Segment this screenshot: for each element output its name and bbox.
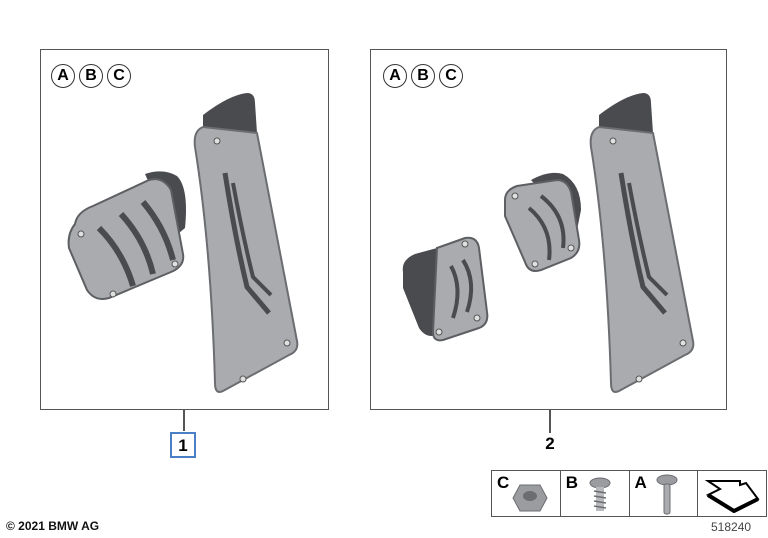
variant-markers: A B C <box>51 64 131 88</box>
variant-a: A <box>51 64 75 88</box>
copyright: © 2021 BMW AG <box>6 519 100 533</box>
legend-label-b: B <box>565 473 579 492</box>
variant-c: C <box>107 64 131 88</box>
brake-pedal-pad-image <box>504 172 581 272</box>
callout-1[interactable]: 1 <box>170 432 196 458</box>
legend-cell-pointer <box>698 471 766 516</box>
legend-label-c: C <box>497 473 510 492</box>
legend-cell-b: B <box>561 471 630 516</box>
variant-a: A <box>383 64 407 88</box>
clutch-pedal-pad-image <box>402 236 489 342</box>
self-tapping-screw-icon <box>589 477 611 511</box>
variant-c: C <box>439 64 463 88</box>
variant-markers: A B C <box>383 64 463 88</box>
leader-line-1 <box>183 409 185 431</box>
panel-2: A B C <box>370 49 727 410</box>
diagram-number: 518240 <box>711 520 752 534</box>
leader-line-2 <box>549 409 551 433</box>
brake-pedal-pad-image <box>67 171 186 300</box>
page-pointer-icon <box>704 480 760 513</box>
hex-nut-icon <box>512 484 548 512</box>
legend-cell-c: C <box>492 471 561 516</box>
panel-1: A B C <box>40 49 329 410</box>
legend-cell-a: A <box>630 471 699 516</box>
footrest-pad-image <box>589 93 695 393</box>
variant-b: B <box>79 64 103 88</box>
variant-b: B <box>411 64 435 88</box>
legend-label-a: A <box>634 473 647 492</box>
fastener-legend: C B A <box>491 470 767 517</box>
callout-2[interactable]: 2 <box>545 434 555 453</box>
footrest-pad-image <box>193 93 299 393</box>
countersunk-bolt-icon <box>656 474 677 515</box>
